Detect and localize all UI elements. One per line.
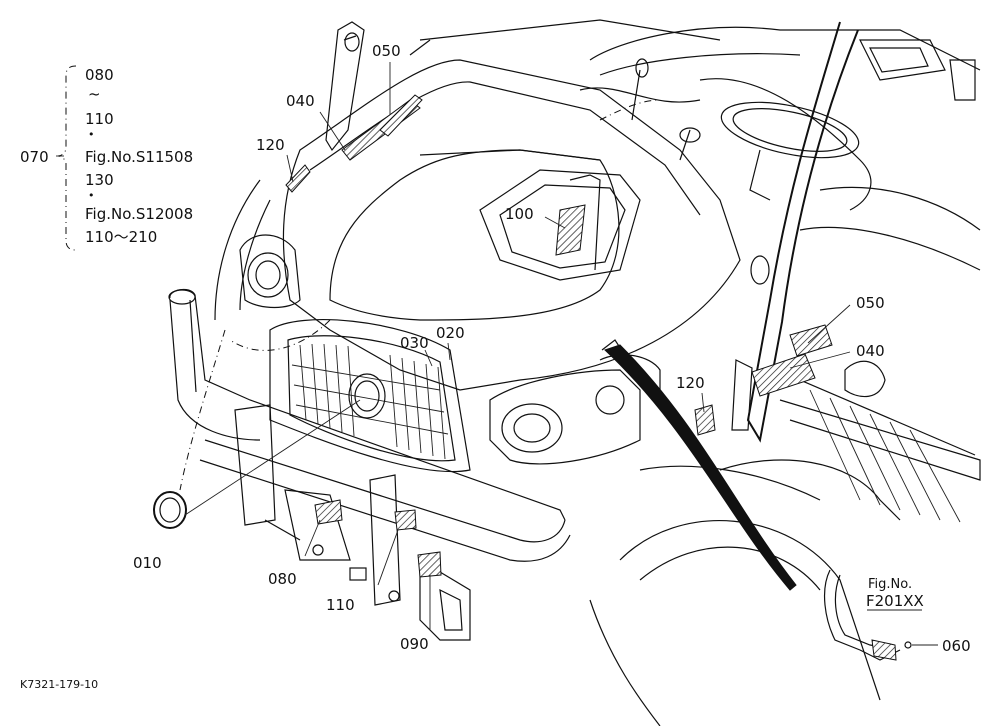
- callout-030: 030: [400, 334, 429, 352]
- bracket-item-8: Fig.No.S12008: [85, 205, 193, 223]
- bracket-item-4: •: [88, 128, 95, 141]
- leader-080: [304, 519, 321, 557]
- leader-050-side: [807, 304, 851, 344]
- callout-120-right: 120: [676, 374, 705, 392]
- bracket-item-5: Fig.No.S11508: [85, 148, 193, 166]
- callout-010: 010: [133, 554, 162, 572]
- bracket-group-label: 070: [20, 148, 49, 166]
- callout-060: 060: [942, 637, 971, 655]
- figref-line2: F201XX: [866, 592, 924, 610]
- bracket-item-6: 130: [85, 171, 114, 189]
- vehicle-linework: [153, 19, 981, 726]
- callout-labels: 010 020 030 040 050 040 050 060 080 090 …: [133, 42, 971, 655]
- callout-080: 080: [268, 570, 297, 588]
- bracket-item-3: 110: [85, 110, 114, 128]
- grille-slats: [291, 343, 449, 460]
- callout-020: 020: [436, 324, 465, 342]
- bracket-item-1: 080: [85, 66, 114, 84]
- callout-090: 090: [400, 635, 429, 653]
- leader-010: [184, 399, 361, 516]
- leader-040-side: [789, 351, 851, 369]
- bracket-item-7: •: [88, 189, 95, 202]
- figure-reference: Fig.No. F201XX: [866, 577, 924, 610]
- callout-050-top: 050: [372, 42, 401, 60]
- leader-120-left: [286, 154, 294, 183]
- leader-lines: [184, 62, 938, 646]
- leader-110: [377, 529, 399, 586]
- drawing-code: K7321-179-10: [20, 678, 98, 691]
- bracket-group: 080 ~ 110 • Fig.No.S11508 130 • Fig.No.S…: [20, 65, 193, 251]
- bracket-item-2: ~: [88, 85, 101, 103]
- callout-040-top: 040: [286, 92, 315, 110]
- leader-020: [447, 342, 451, 361]
- callout-040-side: 040: [856, 342, 885, 360]
- callout-100: 100: [505, 205, 534, 223]
- figref-line1: Fig.No.: [868, 577, 912, 592]
- leader-120-right: [701, 392, 705, 413]
- callout-110: 110: [326, 596, 355, 614]
- callout-120-left: 120: [256, 136, 285, 154]
- leader-040-top: [319, 111, 346, 151]
- leader-100: [544, 216, 566, 229]
- callout-050-side: 050: [856, 294, 885, 312]
- cargo-bed-ribs: [809, 389, 961, 523]
- leader-030: [424, 349, 433, 367]
- bracket-item-9: 110～210: [85, 228, 157, 246]
